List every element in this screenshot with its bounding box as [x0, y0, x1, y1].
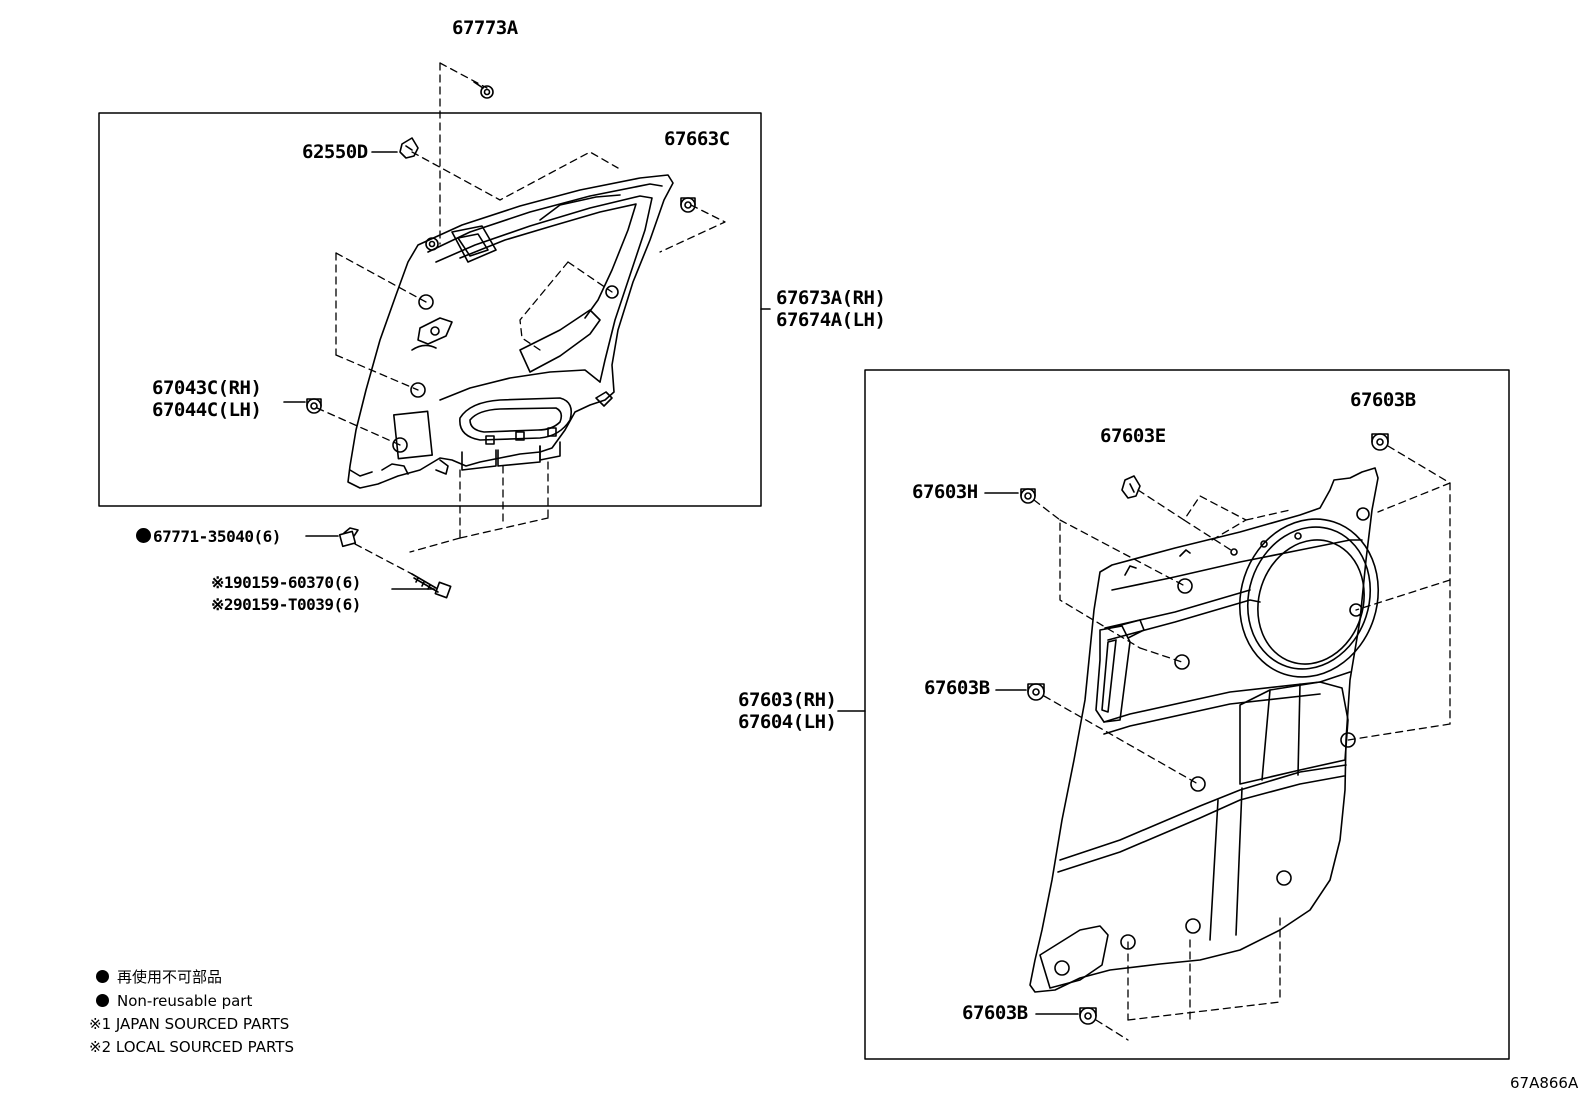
screw-67773a [473, 81, 494, 99]
callout-67674a-lh: 67674A(LH) [776, 309, 886, 331]
upper-quarter-trim-panel [347, 174, 674, 489]
clip-67603h [1020, 488, 1036, 504]
callout-67043c-rh: 67043C(RH) [152, 377, 262, 399]
legend-japan-sourced: ※1 JAPAN SOURCED PARTS [89, 1015, 290, 1033]
clip-67603b-mid [1027, 683, 1045, 701]
bolt-90159 [411, 573, 452, 599]
legend-non-reusable-en: Non-reusable part [96, 990, 252, 1013]
non-reusable-dot-icon [96, 970, 109, 983]
lower-quarter-trim-panel [1029, 467, 1380, 993]
callout-67673a-rh: 67673A(RH) [776, 287, 886, 309]
legend-non-reusable-jp: 再使用不可部品 [96, 966, 222, 989]
callout-67773a: 67773A [452, 17, 518, 39]
callout-67603-rh: 67603(RH) [738, 689, 837, 711]
callout-67603h: 67603H [912, 481, 978, 503]
legend-local-sourced: ※2 LOCAL SOURCED PARTS [89, 1038, 294, 1056]
callout-67663c: 67663C [664, 128, 730, 150]
callout-90159-60370: ※190159-60370(6) [211, 573, 361, 592]
clip-67603b-top [1371, 433, 1389, 451]
upper-trim-frame [98, 112, 762, 507]
lower-trim-frame [864, 369, 1510, 1060]
non-reusable-dot-icon [136, 528, 151, 543]
callout-67603e: 67603E [1100, 425, 1166, 447]
callout-67604-lh: 67604(LH) [738, 711, 837, 733]
callout-67771: 67771-35040(6) [136, 528, 281, 546]
callout-67044c-lh: 67044C(LH) [152, 399, 262, 421]
callout-67603b-top: 67603B [1350, 389, 1416, 411]
clip-62550d [399, 137, 419, 159]
callout-67603b-mid: 67603B [924, 677, 990, 699]
non-reusable-dot-icon [96, 994, 109, 1007]
figure-code: 67A866A [1510, 1074, 1579, 1092]
legend-text: Non-reusable part [117, 992, 253, 1010]
callout-67771-text: 67771-35040(6) [153, 527, 281, 546]
callout-62550d: 62550D [302, 141, 368, 163]
callout-90159-t0039: ※290159-T0039(6) [211, 595, 361, 614]
clip-67603b-bottom [1079, 1007, 1097, 1025]
nut-67771 [338, 527, 359, 548]
clip-67603e [1121, 475, 1141, 499]
callout-67603b-bottom: 67603B [962, 1002, 1028, 1024]
legend-text: 再使用不可部品 [117, 968, 223, 986]
clip-67043c [306, 398, 322, 414]
clip-67663c [680, 197, 696, 213]
